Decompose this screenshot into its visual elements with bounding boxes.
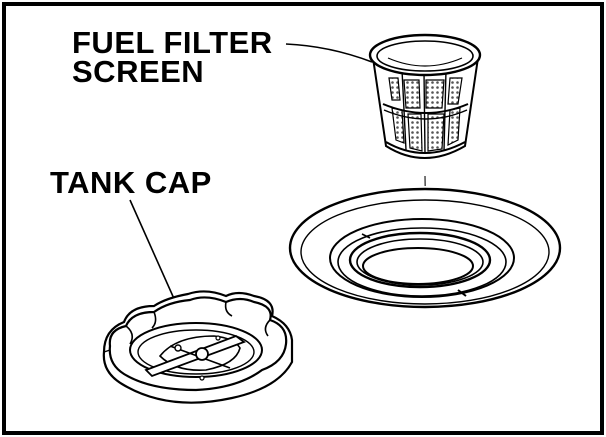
filler-neck-ring (288, 187, 562, 309)
tank-cap (102, 290, 294, 404)
tank-cap-label: TANK CAP (50, 165, 212, 200)
screen-label: SCREEN (72, 54, 204, 89)
filter-leader-line (285, 43, 373, 63)
fuel-filter-label: FUEL FILTER (72, 25, 273, 60)
fuel-filter-screen (368, 33, 482, 159)
